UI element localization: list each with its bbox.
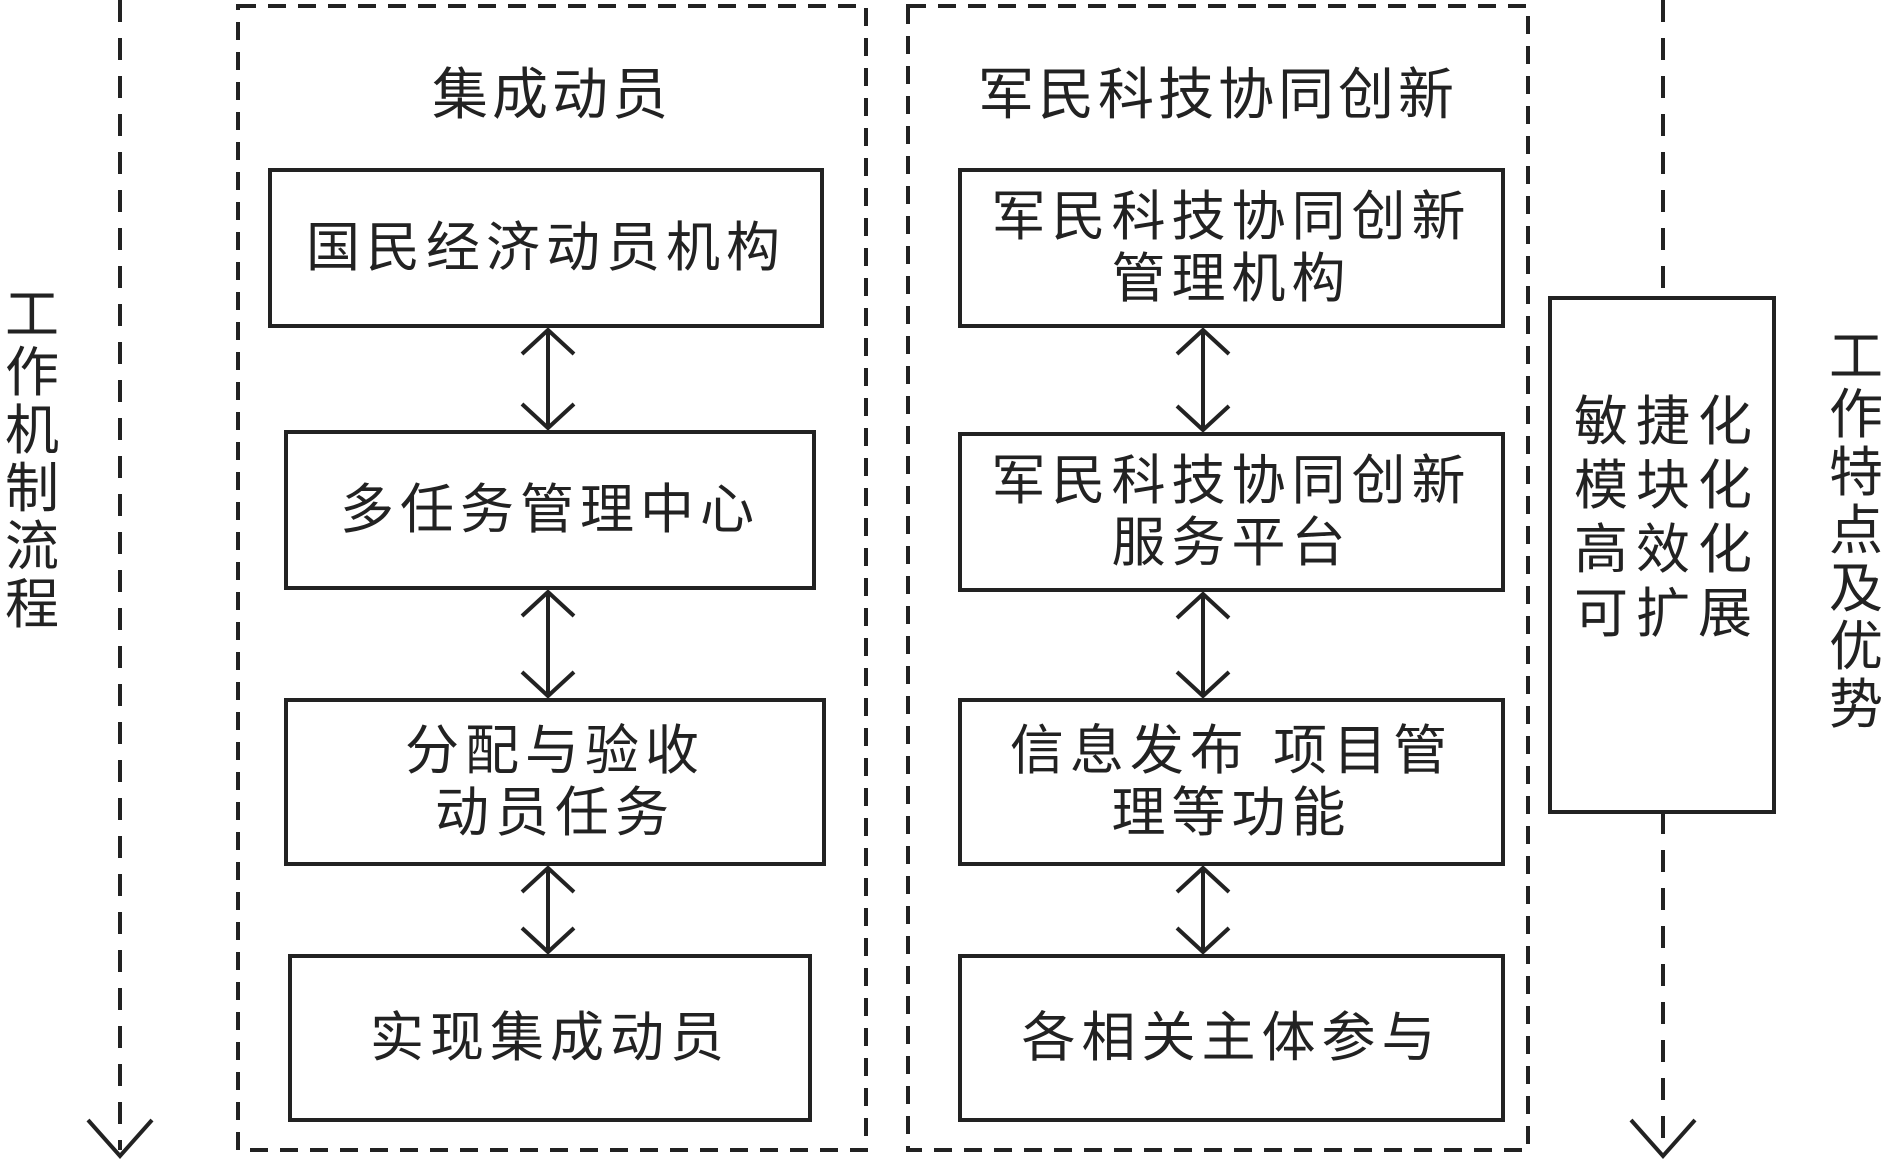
arrow-r2-r3	[1175, 591, 1231, 699]
box-innovation-service-platform: 军民科技协同创新 服务平台	[991, 449, 1472, 574]
box-border-l4	[288, 954, 812, 1122]
features-list: 敏捷化 模块化 高效化 可扩展	[1574, 390, 1760, 645]
box-border-l3	[284, 698, 826, 866]
box-assign-accept-tasks: 分配与验收 动员任务	[405, 719, 705, 844]
panel-title-integrated: 集成动员	[432, 63, 672, 128]
box-border-l1	[268, 168, 824, 328]
panel-title-military-civil: 军民科技协同创新	[978, 63, 1458, 128]
left-flow-label: 工作机制流程	[5, 283, 59, 636]
box-multi-task-center: 多任务管理中心	[340, 478, 760, 541]
box-border-r3	[958, 698, 1505, 866]
box-achieve-integrated-mobilization: 实现集成动员	[370, 1006, 730, 1069]
box-stakeholders-participate: 各相关主体参与	[1021, 1006, 1442, 1069]
right-flow-arrowhead	[1629, 1118, 1697, 1160]
box-innovation-management-agency: 军民科技协同创新 管理机构	[991, 185, 1472, 310]
box-info-release-project-management: 信息发布 项目管 理等功能	[1009, 719, 1454, 844]
arrow-l2-l3	[520, 589, 576, 699]
arrow-l1-l2	[520, 327, 576, 431]
arrow-r1-r2	[1175, 327, 1231, 433]
arrow-l3-l4	[520, 865, 576, 955]
box-border-l2	[284, 430, 816, 590]
right-feature-label: 工作特点及优势	[1829, 325, 1883, 736]
left-flow-arrowhead	[86, 1118, 154, 1160]
panel-border-integrated	[236, 4, 868, 1152]
panel-border-military-civil	[906, 4, 1530, 1152]
box-border-r2	[958, 432, 1505, 592]
features-box-border	[1548, 296, 1776, 814]
box-economic-mobilization-agency: 国民经济动员机构	[306, 216, 786, 279]
box-border-r1	[958, 168, 1505, 328]
box-border-r4	[958, 954, 1505, 1122]
arrow-r3-r4	[1175, 865, 1231, 955]
